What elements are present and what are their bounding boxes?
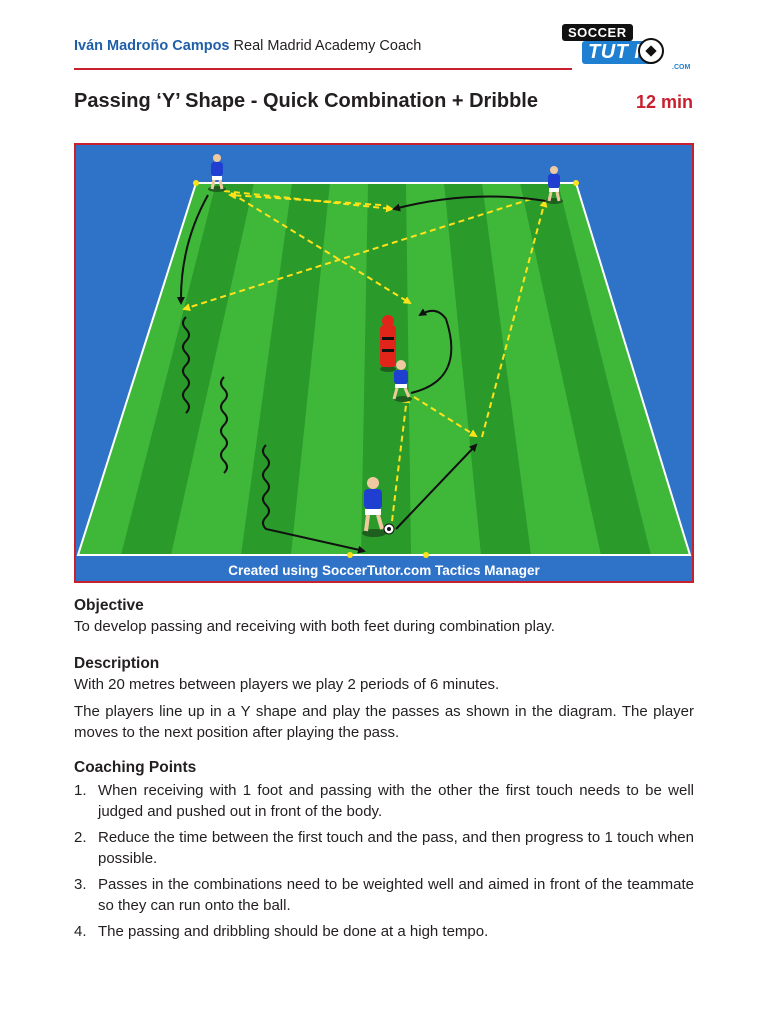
objective-text: To develop passing and receiving with bo…	[74, 618, 555, 635]
coaching-point-number: 1.	[74, 782, 87, 799]
player-top-right-icon	[545, 166, 563, 204]
soccer-tutor-logo: SOCCER TUT R .COM	[560, 22, 696, 74]
ball-icon	[383, 523, 395, 535]
coaching-point: 3. Passes in the combinations need to be…	[74, 874, 694, 916]
drill-diagram: Created using SoccerTutor.com Tactics Ma…	[74, 143, 694, 583]
coaching-point: 4. The passing and dribbling should be d…	[74, 921, 694, 942]
cone	[423, 552, 429, 558]
pass-line	[413, 396, 478, 438]
coaching-points-list: 1. When receiving with 1 foot and passin…	[74, 780, 694, 942]
run-line	[395, 443, 478, 530]
objective-heading: Objective	[74, 597, 144, 614]
coaching-point-number: 2.	[74, 829, 87, 846]
pass-line	[391, 395, 411, 522]
logo-bottom-text: TUT R	[582, 41, 656, 64]
author-role: Real Madrid Academy Coach	[233, 38, 422, 54]
player-bottom-icon	[362, 477, 386, 537]
coaching-point: 1. When receiving with 1 foot and passin…	[74, 780, 694, 822]
page-header: Iván Madroño Campos Real Madrid Academy …	[74, 34, 694, 74]
coaching-point-text: Passes in the combinations need to be we…	[98, 876, 694, 914]
author-name: Iván Madroño Campos	[74, 38, 230, 54]
description-paragraph: The players line up in a Y shape and pla…	[74, 703, 694, 741]
cone	[193, 180, 199, 186]
soccer-ball-icon	[638, 38, 664, 64]
coaching-point-text: The passing and dribbling should be done…	[98, 923, 489, 940]
coaching-point-text: Reduce the time between the first touch …	[98, 829, 694, 867]
coaching-points-heading: Coaching Points	[74, 759, 197, 776]
player-top-left-icon	[208, 154, 226, 192]
description-section: Description With 20 metres between playe…	[74, 653, 694, 743]
run-line	[176, 194, 209, 305]
pass-line	[228, 191, 382, 206]
pass-line	[230, 192, 412, 305]
pitch-svg	[76, 154, 692, 581]
run-line	[392, 195, 547, 212]
description-paragraph: With 20 metres between players we play 2…	[74, 676, 500, 693]
duration-label: 12 min	[635, 92, 693, 112]
coaching-point-number: 4.	[74, 923, 87, 940]
coaching-point: 2. Reduce the time between the first tou…	[74, 827, 694, 869]
logo-suffix: .COM	[672, 64, 691, 71]
description-heading: Description	[74, 655, 160, 672]
pitch-stripes	[121, 183, 651, 555]
objective-section: Objective To develop passing and receivi…	[74, 595, 694, 637]
header-divider	[74, 68, 572, 70]
mannequin-icon	[380, 315, 396, 372]
cone	[347, 552, 353, 558]
cone	[573, 180, 579, 186]
page-title: Passing ‘Y’ Shape - Quick Combination + …	[74, 90, 538, 112]
run-lines	[176, 194, 547, 551]
diagram-caption: Created using SoccerTutor.com Tactics Ma…	[228, 563, 540, 578]
drill-content: Objective To develop passing and receivi…	[74, 595, 694, 947]
author-line: Iván Madroño Campos Real Madrid Academy …	[74, 38, 421, 54]
pitch-boundary	[76, 182, 692, 556]
coaching-points-section: Coaching Points 1. When receiving with 1…	[74, 757, 694, 942]
pass-line	[182, 198, 532, 311]
pass-line	[481, 199, 548, 438]
dribble-line	[182, 316, 364, 551]
logo-top-text: SOCCER	[562, 24, 633, 41]
player-center-icon	[392, 360, 412, 402]
coaching-point-text: When receiving with 1 foot and passing w…	[98, 782, 694, 820]
coaching-point-number: 3.	[74, 876, 87, 893]
run-line	[410, 308, 453, 394]
pass-lines	[182, 190, 548, 522]
cones	[193, 180, 579, 558]
